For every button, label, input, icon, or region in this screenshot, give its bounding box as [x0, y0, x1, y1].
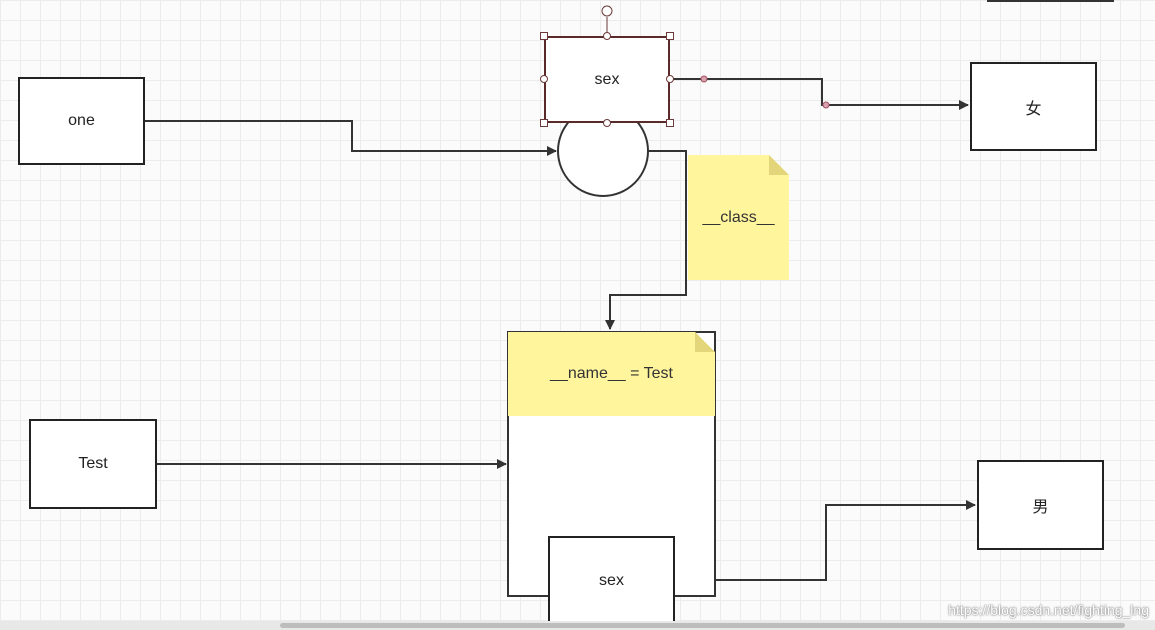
- resize-handle-top-right[interactable]: [666, 32, 674, 40]
- node-nan[interactable]: 男: [977, 460, 1104, 550]
- resize-handle-top[interactable]: [603, 32, 611, 40]
- node-one[interactable]: one: [18, 77, 145, 165]
- resize-handle-bottom-right[interactable]: [666, 119, 674, 127]
- resize-handle-left[interactable]: [540, 75, 548, 83]
- connector-sex-to-nan[interactable]: [674, 500, 976, 581]
- node-one-label: one: [68, 112, 95, 129]
- node-nu[interactable]: 女: [970, 62, 1097, 151]
- node-sex-top-label: sex: [594, 70, 620, 88]
- scrollbar-thumb[interactable]: [280, 623, 1125, 628]
- node-sex-bottom[interactable]: sex: [548, 536, 675, 626]
- note-name[interactable]: __name__ = Test: [508, 332, 715, 416]
- connector-sex-to-nu[interactable]: [670, 78, 969, 110]
- watermark-text: https://blog.csdn.net/fighting_lng: [948, 602, 1149, 618]
- waypoint-dot[interactable]: [700, 75, 708, 83]
- node-nu-label: 女: [1025, 100, 1042, 118]
- toolbar-edge: [987, 0, 1114, 2]
- note-class-label: __class__: [702, 208, 775, 226]
- node-test[interactable]: Test: [29, 419, 157, 509]
- node-sex-top[interactable]: sex: [544, 36, 670, 123]
- horizontal-scrollbar[interactable]: [0, 621, 1155, 630]
- resize-handle-right[interactable]: [666, 75, 674, 83]
- resize-handle-bottom[interactable]: [603, 119, 611, 127]
- node-nan-label: 男: [1032, 499, 1049, 516]
- node-test-label: Test: [78, 455, 108, 472]
- note-name-label: __name__ = Test: [550, 365, 673, 382]
- connector-one-to-circle[interactable]: [145, 120, 557, 156]
- note-class[interactable]: __class__: [688, 155, 789, 280]
- node-sex-bottom-label: sex: [599, 572, 624, 589]
- connector-circle-to-class[interactable]: [605, 150, 687, 330]
- rotate-handle[interactable]: [600, 4, 614, 34]
- resize-handle-top-left[interactable]: [540, 32, 548, 40]
- resize-handle-bottom-left[interactable]: [540, 119, 548, 127]
- waypoint-dot[interactable]: [822, 101, 830, 109]
